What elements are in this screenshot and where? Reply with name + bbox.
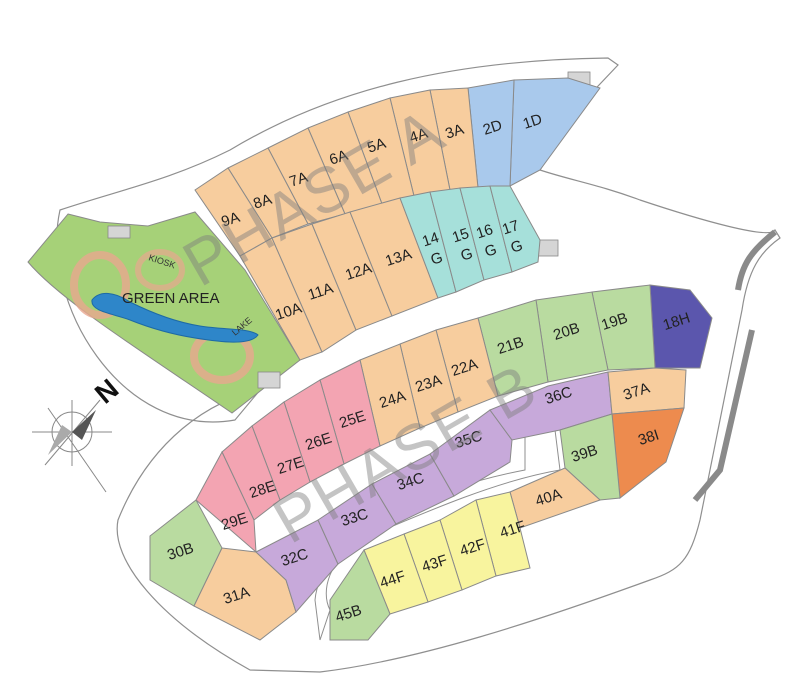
steps-icon-3	[537, 239, 559, 257]
plot-32c[interactable]	[255, 519, 339, 614]
pathway-circle-1	[70, 251, 130, 319]
compass-icon	[32, 399, 112, 493]
plot-37a[interactable]	[607, 367, 687, 415]
plot-45b[interactable]	[329, 548, 391, 641]
green-area-label: GREEN AREA	[122, 290, 220, 307]
plot-1d[interactable]	[509, 77, 601, 187]
plot-39b[interactable]	[559, 413, 621, 501]
plots-layer	[149, 77, 713, 641]
side-road-right	[692, 229, 777, 502]
plot-17g[interactable]	[489, 185, 541, 273]
lake-icon	[91, 293, 259, 343]
steps-icon-1	[107, 225, 131, 239]
green-area[interactable]	[27, 211, 301, 414]
steps-icon-4	[257, 371, 281, 389]
plot-35c[interactable]	[429, 409, 513, 497]
plot-29e[interactable]	[195, 450, 257, 554]
pathway-circle-3	[135, 249, 185, 291]
